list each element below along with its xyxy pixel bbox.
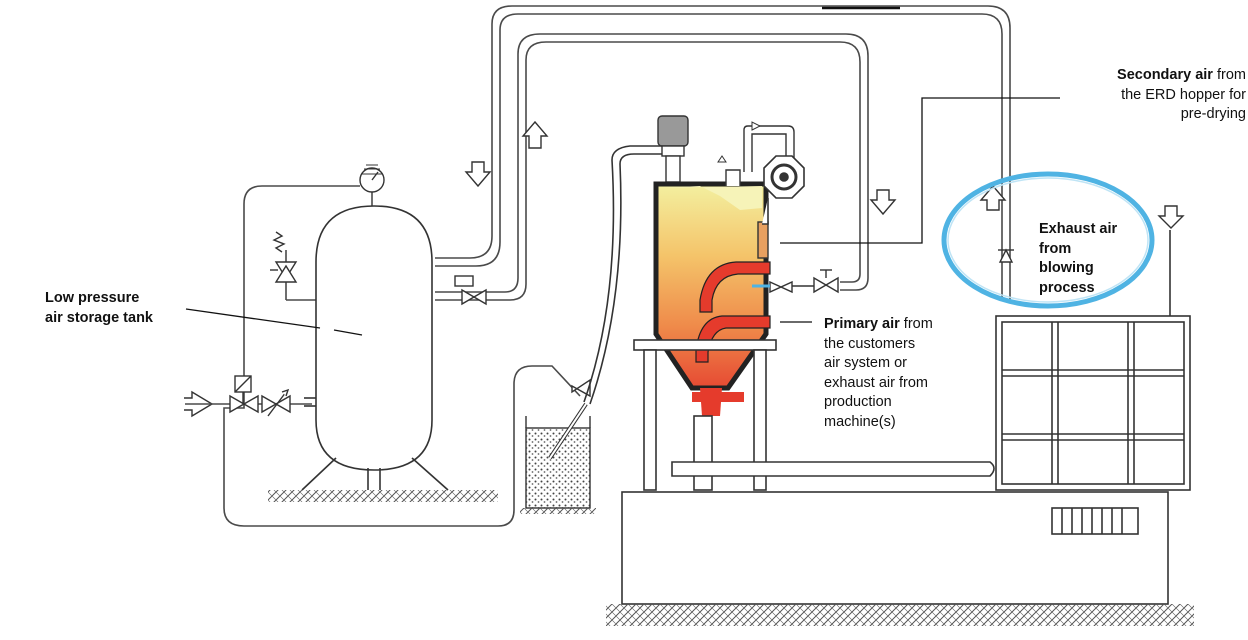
primary-air-text: air system or: [824, 355, 907, 371]
dryer-cabinet: [995, 230, 1191, 491]
flow-arrow-down-icon: [869, 189, 897, 216]
blower-icon: [762, 155, 805, 225]
secondary-air-text: from: [1212, 67, 1246, 83]
primary-air-inlet-lower: [695, 315, 771, 363]
check-valve: [998, 248, 1014, 263]
flow-arrow-up-icon: [979, 184, 1007, 211]
secondary-air-valve-icon: [752, 269, 839, 294]
exhaust-highlight-ring-inner: [947, 177, 1149, 303]
primary-air-text: machine(s): [824, 413, 896, 430]
solenoid-valve-icon: [229, 375, 259, 414]
pressure-gauge-icon: [359, 164, 385, 206]
exhaust-air-label: Exhaust air from blowing process: [1039, 220, 1149, 298]
hopper-filter: [657, 115, 689, 183]
base-unit: [621, 491, 1169, 605]
tank-label-pointer: [185, 308, 363, 336]
label-pointers: [780, 97, 1060, 323]
hopper-stand: [633, 339, 995, 491]
exhaust-air-text: blowing: [1039, 260, 1094, 276]
secondary-air-text: the ERD hopper for: [1121, 86, 1246, 103]
floor: [606, 604, 1194, 626]
hopper: [653, 181, 771, 416]
exhaust-highlight-ring: [941, 171, 1155, 309]
flow-arrow-up-icon: [521, 120, 549, 149]
outer-air-pipe: [435, 5, 1011, 300]
secondary-air-label: Secondary air from the ERD hopper for pr…: [1066, 66, 1246, 125]
primary-air-label: Primary air from the customers air syste…: [824, 315, 974, 432]
secondary-air-title: Secondary air: [1117, 67, 1213, 83]
exhaust-air-text: from: [1039, 240, 1072, 257]
primary-air-text: production: [824, 394, 892, 410]
tank-ground: [268, 490, 498, 502]
regulator-valve-icon: [261, 388, 291, 417]
secondary-air-pipe: [717, 121, 795, 259]
primary-air-text: the customers: [824, 335, 916, 352]
tank-label-line: air storage tank: [45, 309, 153, 326]
tank-outlet-valve-icon: [454, 275, 487, 306]
flow-arrow-down-icon: [1157, 205, 1185, 229]
flow-arrow-down-icon: [464, 161, 492, 188]
tank-label: Low pressure air storage tank: [45, 289, 153, 328]
suction-lance: [548, 145, 662, 460]
tank-label-line: Low pressure: [45, 290, 140, 306]
primary-air-inlet: [699, 261, 771, 313]
storage-tank: [301, 205, 449, 491]
primary-air-text: exhaust air from: [824, 374, 928, 391]
primary-air-text: from: [899, 316, 933, 332]
secondary-air-text: pre-drying: [1180, 106, 1246, 122]
inner-air-pipe: [435, 33, 869, 301]
safety-valve-icon: [270, 231, 298, 283]
exhaust-air-text: Exhaust air: [1039, 221, 1118, 237]
exhaust-air-text: process: [1039, 279, 1095, 296]
material-container: [520, 416, 596, 514]
primary-air-title: Primary air: [824, 316, 900, 332]
